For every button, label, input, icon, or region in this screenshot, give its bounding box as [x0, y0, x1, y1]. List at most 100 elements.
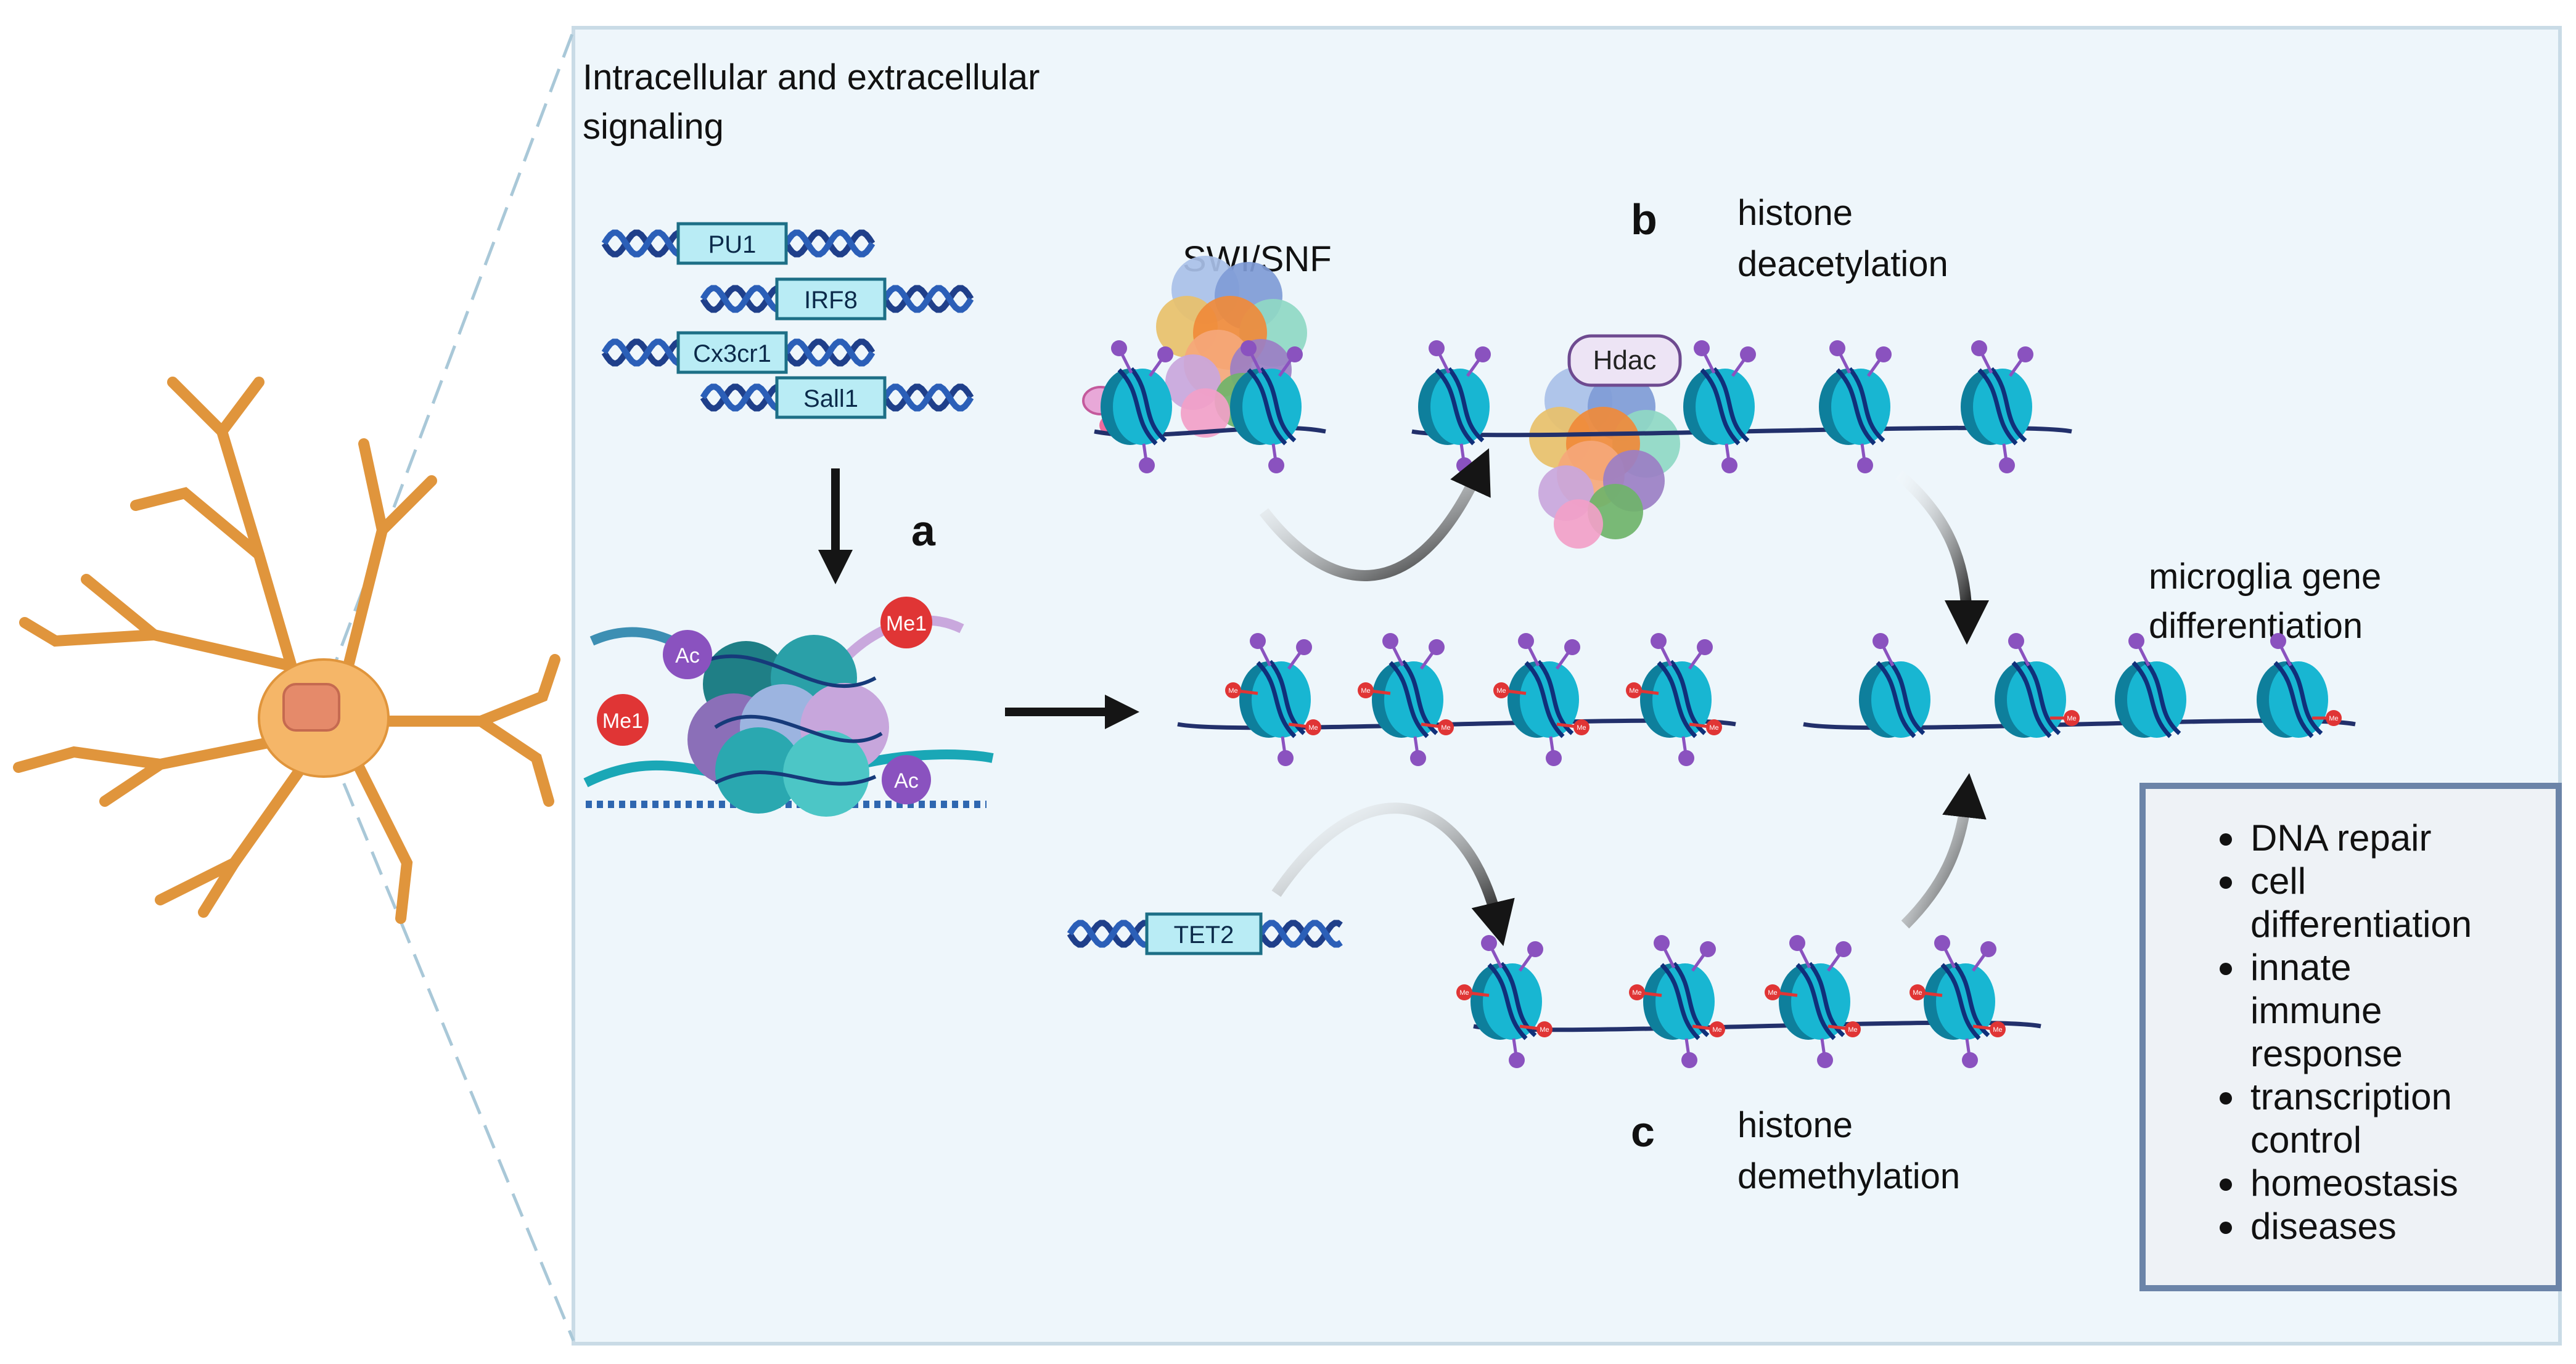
function-item-5-line-0: diseases — [2250, 1206, 2397, 1247]
hdac-complex: Hdac — [1529, 334, 1682, 549]
svg-text:Me: Me — [1361, 687, 1370, 695]
array-swisnf-nucleosome-1 — [1230, 340, 1303, 473]
function-item-1-line-1: differentiation — [2250, 904, 2472, 945]
panel-b-letter: b — [1631, 195, 1657, 243]
function-item-2-line-2: response — [2250, 1033, 2403, 1074]
svg-text:Ac: Ac — [675, 644, 700, 668]
svg-text:Me: Me — [1577, 724, 1586, 732]
outcome-line1: microglia gene — [2149, 557, 2381, 597]
panel-b-line2: deacetylation — [1737, 244, 1948, 284]
function-item-2-line-1: immune — [2250, 990, 2382, 1031]
svg-text:Me: Me — [1308, 724, 1318, 732]
gene-box-3-label: Sall1 — [803, 385, 858, 412]
functions-box — [2139, 783, 2562, 1291]
array-b-nucleosome-0 — [1418, 340, 1491, 473]
function-item-3-line-0: transcription — [2250, 1076, 2452, 1117]
function-item-0-line-0: DNA repair — [2250, 817, 2431, 859]
svg-text:Ac: Ac — [894, 769, 919, 793]
svg-text:Me1: Me1 — [886, 612, 927, 635]
gene-box-tet2-label: TET2 — [1174, 921, 1234, 949]
panel-c-line2: demethylation — [1737, 1156, 1960, 1196]
svg-text:Me: Me — [1632, 989, 1641, 997]
array-swisnf — [1094, 340, 1326, 473]
gene-box-2 — [676, 331, 788, 374]
gene-box-2-label: Cx3cr1 — [693, 340, 771, 367]
zoom-line-top — [314, 30, 575, 716]
svg-text:Me: Me — [1496, 687, 1506, 695]
microglia-cell — [13, 377, 560, 924]
chromatin-cluster: Ac Ac Me1 Me1 — [583, 597, 994, 817]
gene-box-0 — [676, 222, 788, 265]
panel-a-letter: a — [911, 507, 936, 555]
svg-text:Me: Me — [1913, 989, 1922, 997]
svg-text:Me: Me — [1441, 724, 1450, 732]
svg-text:Me: Me — [2329, 715, 2338, 722]
function-item-3-line-1: control — [2250, 1119, 2361, 1161]
gene-box-1-label: IRF8 — [804, 287, 858, 314]
svg-text:Me: Me — [1712, 1026, 1721, 1034]
hdac-badge — [1567, 334, 1682, 387]
function-bullet-0 — [2220, 833, 2232, 846]
arrow-b-to-outcome — [1895, 470, 1989, 645]
svg-text:Me: Me — [1848, 1026, 1857, 1034]
function-item-1-line-0: cell — [2250, 860, 2306, 902]
function-bullet-5 — [2220, 1222, 2232, 1234]
svg-text:Me1: Me1 — [602, 709, 643, 733]
gene-box-1 — [775, 277, 887, 321]
panel-c-letter: c — [1631, 1108, 1655, 1156]
function-item-4-line-0: homeostasis — [2250, 1162, 2458, 1204]
svg-text:Me: Me — [1709, 724, 1718, 732]
cell-nucleus-zoom — [282, 683, 340, 732]
array-outcome-nucleosome-1: Me — [1995, 633, 2080, 738]
array-outcome-nucleosome-3: Me — [2257, 633, 2342, 738]
title-line1: Intracellular and extracellular — [583, 57, 1040, 97]
functions-list: DNA repaircelldifferentiationinnateimmun… — [2220, 817, 2472, 1247]
svg-text:Me: Me — [1459, 989, 1469, 997]
gene-box-0-label: PU1 — [708, 231, 757, 258]
function-bullet-3 — [2220, 1092, 2232, 1105]
svg-text:Me: Me — [1228, 687, 1237, 695]
outcome-line2: differentiation — [2149, 606, 2363, 646]
svg-text:Me: Me — [1768, 989, 1777, 997]
panel-b-line1: histone — [1737, 193, 1853, 233]
array-b-nucleosome-3 — [1961, 340, 2033, 473]
svg-text:Me: Me — [1993, 1026, 2002, 1034]
array-outcome: Me Me — [1803, 633, 2356, 738]
array-swisnf-nucleosome-0 — [1101, 340, 1173, 473]
array-outcome-nucleosome-0 — [1859, 633, 1930, 738]
array-outcome-nucleosome-2 — [2115, 633, 2186, 738]
svg-text:Me: Me — [1540, 1026, 1549, 1034]
panel-c-line1: histone — [1737, 1105, 1853, 1145]
title-line2: signaling — [583, 107, 724, 147]
function-bullet-1 — [2220, 876, 2232, 889]
hdac-label: Hdac — [1593, 345, 1657, 375]
function-bullet-2 — [2220, 963, 2232, 975]
gene-box-3 — [775, 376, 887, 419]
gene-box-tet2 — [1145, 912, 1263, 955]
function-item-2-line-0: innate — [2250, 947, 2351, 988]
tet2-gene: TET2 — [1067, 912, 1343, 955]
svg-text:Me: Me — [1629, 687, 1638, 695]
zoom-line-bottom — [314, 714, 575, 1341]
array-b-nucleosome-2 — [1819, 340, 1892, 473]
arrow-center-to-c — [1271, 802, 1515, 947]
arrow-c-to-outcome — [1901, 773, 1987, 929]
array-b-nucleosome-1 — [1683, 340, 1756, 473]
svg-text:Me: Me — [2067, 715, 2076, 722]
array-b — [1411, 340, 2072, 473]
function-bullet-4 — [2220, 1178, 2232, 1191]
